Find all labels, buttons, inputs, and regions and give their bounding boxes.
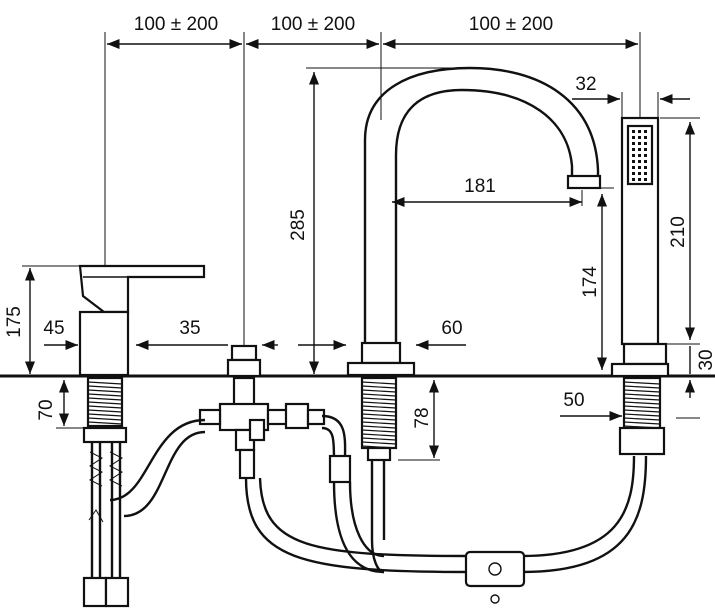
dim-spout-shank: 78 bbox=[412, 407, 433, 428]
spout-shank-thread bbox=[361, 381, 397, 449]
connection-hoses bbox=[109, 414, 648, 604]
handshower-dimensions: 32 210 30 50 bbox=[560, 74, 715, 422]
dim-spout-base: 60 bbox=[441, 318, 462, 339]
diverter-valve bbox=[198, 344, 326, 480]
dim-spacing-left: 100 ± 200 bbox=[134, 14, 218, 35]
dim-mixer-height: 175 bbox=[4, 306, 25, 338]
extension-lines bbox=[104, 32, 641, 345]
spout-dimensions: 285 60 181 174 78 bbox=[288, 67, 614, 461]
dim-handshower-length: 210 bbox=[668, 216, 689, 248]
dim-handshower-shank: 50 bbox=[563, 390, 584, 411]
mixer-supply-hoses bbox=[82, 426, 130, 608]
hand-shower bbox=[610, 116, 670, 456]
dim-spout-reach: 181 bbox=[464, 176, 496, 197]
mixer-dimensions: 175 45 70 bbox=[4, 265, 88, 429]
spacing-dimensions: 100 ± 200 100 ± 200 100 ± 200 bbox=[107, 14, 638, 50]
dim-spacing-middle: 100 ± 200 bbox=[271, 14, 355, 35]
mixer-lever-body bbox=[78, 264, 206, 428]
dim-handshower-base: 30 bbox=[696, 349, 715, 370]
handshower-shank-thread bbox=[623, 381, 661, 429]
dim-spout-height: 285 bbox=[288, 209, 309, 241]
dim-spacing-right: 100 ± 200 bbox=[469, 14, 553, 35]
gooseneck-spout bbox=[346, 66, 602, 462]
dim-mixer-width: 45 bbox=[43, 318, 64, 339]
dim-mixer-shank: 70 bbox=[36, 399, 57, 420]
mixer-shank-thread bbox=[87, 381, 123, 425]
dim-handshower-diameter: 32 bbox=[575, 74, 596, 95]
handshower-nozzle-grid bbox=[632, 130, 647, 181]
valve-dimensions: 35 bbox=[136, 318, 278, 351]
dim-spout-outlet-height: 174 bbox=[580, 266, 601, 298]
dim-valve-width: 35 bbox=[179, 318, 200, 339]
